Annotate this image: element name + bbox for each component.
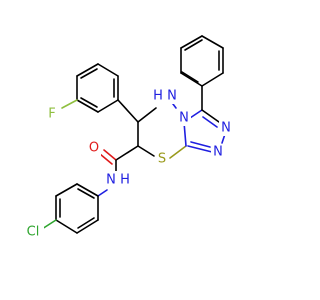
atom-labels-group: F H N N N N S O N H Cl (22, 88, 233, 240)
bond-phenyl-6 (201, 72, 224, 87)
label-bg-n-triazole-upper (219, 120, 233, 136)
bond-c-f (61, 99, 78, 109)
bond-c7-carbonyl (115, 145, 139, 161)
atom-label-chlorine: Cl (27, 225, 40, 240)
bond-chlorophenyl-6-double (77, 188, 95, 199)
bond-chlorophenyl-3 (55, 219, 78, 234)
bond-chlorophenyl-2 (76, 219, 99, 234)
bond-phenyl-1 (180, 72, 203, 87)
bond-s-c8a (169, 145, 187, 159)
bond-c7-s (137, 145, 155, 157)
bond-n1-c8a-double (190, 141, 211, 148)
bond-c6-n5 (137, 107, 157, 123)
atom-label-sulfur: S (158, 152, 166, 167)
atom-label-n-triazole-lower: N (213, 145, 223, 160)
diagram-background (0, 0, 300, 300)
label-bg-nh-ring (153, 88, 179, 104)
bond-fluorophenyl-3 (97, 99, 119, 113)
bond-phenyl-3 (180, 35, 203, 49)
bond-chlorophenyl-5 (55, 183, 78, 197)
bond-carbonyl-o (103, 149, 117, 161)
bond-carbonyl-o-double (99, 153, 113, 165)
atom-label-n-ring-h: N (167, 89, 177, 104)
molecule-structure-diagram: F H N N N N S O N H Cl (0, 0, 300, 300)
bond-phenyl-3-double (184, 39, 203, 51)
label-bg-n-triazole-lower (211, 144, 225, 160)
atom-label-oxygen: O (89, 141, 99, 156)
bond-fluorophenyl-4 (76, 99, 99, 113)
atom-label-h-amide: H (120, 173, 130, 188)
label-bg-amide (103, 171, 131, 188)
bond-c3-n2-double (202, 116, 218, 128)
label-bg-sulfur (155, 151, 169, 167)
label-bg-chlorine (22, 224, 44, 240)
atom-label-n-bridge: N (179, 111, 189, 126)
bond-n1-c8a (187, 145, 213, 153)
label-bg-oxygen (87, 140, 101, 156)
bond-aryl-to-c6 (117, 99, 139, 123)
bond-phenyl-4 (201, 35, 224, 49)
label-bg-n-bridge (177, 110, 191, 126)
bond-fluorophenyl-4-double (80, 97, 98, 108)
bond-n-chlorophenyl (97, 189, 108, 197)
bond-fluorophenyl-6 (76, 63, 99, 77)
bond-fluorophenyl-1 (97, 63, 119, 77)
bond-chlorophenyl-2-double (77, 217, 95, 229)
atom-label-n-ring-h-hydrogen: H (153, 89, 163, 104)
bond-fluorophenyl-6-double (80, 68, 98, 79)
atom-label-n-triazole-upper: N (221, 121, 231, 136)
atom-label-fluorine: F (48, 107, 55, 122)
bond-c-cl (41, 219, 57, 230)
bond-c3-n2 (201, 109, 220, 123)
bond-chlorophenyl-6 (76, 183, 99, 197)
bond-phenyl-1-double (181, 71, 199, 83)
atom-label-n-amide: N (106, 173, 116, 188)
label-bg-fluorine (45, 106, 59, 122)
